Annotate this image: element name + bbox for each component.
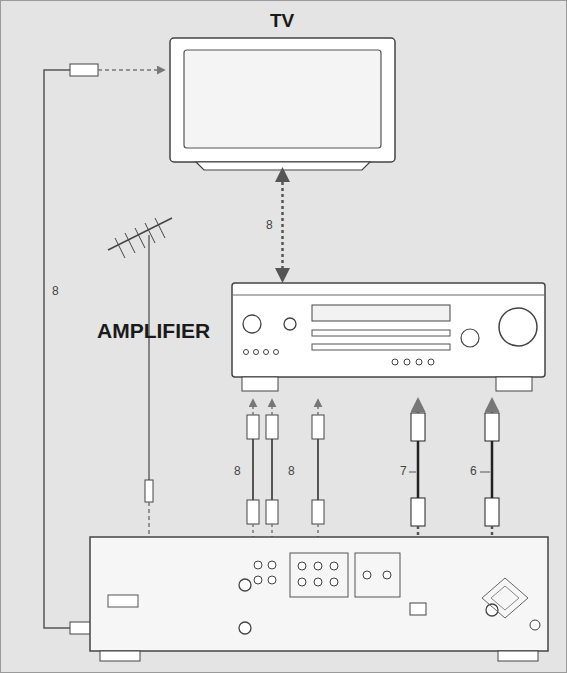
line-shape (317, 400, 319, 415)
antenna (108, 218, 232, 585)
g-shape (312, 400, 324, 560)
circle-shape (314, 578, 322, 586)
circle-shape (264, 350, 269, 355)
line-shape (108, 218, 172, 250)
callout-number: 7 (398, 464, 409, 478)
rect-shape (411, 498, 425, 526)
line-shape (417, 400, 420, 413)
rect-shape (90, 537, 548, 651)
tv-box: TV (170, 4, 395, 167)
rect-shape (312, 500, 324, 524)
g-shape (266, 400, 278, 560)
callout-number: 8 (264, 218, 275, 232)
rect-shape (312, 330, 450, 336)
device-heading: TV (270, 10, 294, 32)
line-shape (125, 233, 135, 253)
line-shape (480, 472, 490, 473)
rect-shape (496, 377, 532, 391)
path-shape (482, 578, 528, 618)
rect-shape (498, 651, 538, 661)
circle-shape (244, 350, 249, 355)
line-shape (148, 235, 150, 490)
circle-shape (314, 562, 322, 570)
circle-shape (239, 622, 251, 634)
circle-shape (461, 329, 479, 347)
line-shape (232, 295, 545, 296)
path-shape (491, 586, 519, 610)
circle-shape (416, 359, 422, 365)
circle-shape (392, 359, 398, 365)
callout-number: 6 (468, 464, 479, 478)
path-shape (196, 162, 370, 170)
device-heading: AMPLIFIER (97, 319, 210, 343)
rect-shape (355, 553, 400, 597)
line-shape (155, 218, 165, 238)
rect-shape (266, 500, 278, 524)
rect-shape (247, 500, 259, 524)
rect-shape (145, 480, 153, 502)
callout-number: 8 (232, 464, 243, 478)
circle-shape (383, 571, 391, 579)
line-shape (145, 223, 155, 243)
circle-shape (404, 359, 410, 365)
circle-shape (254, 561, 262, 569)
amplifier-unit (232, 283, 545, 391)
amplifier-box: AMPLIFIER (95, 283, 545, 378)
rect-shape (485, 413, 499, 441)
line-shape (135, 228, 145, 248)
rect-shape (410, 603, 426, 615)
line-shape (408, 472, 416, 473)
line-shape (491, 400, 494, 413)
rect-shape (184, 50, 381, 148)
circle-shape (530, 620, 540, 630)
circle-shape (330, 562, 338, 570)
rect-shape (312, 305, 450, 321)
line-shape (271, 400, 273, 415)
circle-shape (284, 318, 296, 330)
recorder-unit (90, 537, 548, 661)
connector-arrow (281, 170, 284, 280)
rect-shape (170, 38, 395, 162)
circle-shape (268, 561, 276, 569)
circle-shape (363, 571, 371, 579)
circle-shape (268, 576, 276, 584)
circle-shape (298, 562, 306, 570)
line-shape (115, 238, 125, 258)
g-shape (247, 400, 259, 560)
circle-shape (254, 576, 262, 584)
circle-shape (239, 579, 251, 591)
rect-shape (242, 377, 278, 391)
circle-shape (428, 359, 434, 365)
rect-shape (312, 344, 450, 350)
rect-shape (411, 413, 425, 441)
circle-shape (274, 350, 279, 355)
rect-shape (70, 64, 98, 76)
rect-shape (247, 415, 259, 439)
circle-shape (254, 350, 259, 355)
circle-shape (298, 578, 306, 586)
circle-shape (499, 308, 537, 346)
callout-number: 8 (286, 464, 297, 478)
tv-set (170, 38, 395, 170)
rect-shape (485, 498, 499, 526)
line-shape (252, 400, 254, 415)
rect-shape (266, 415, 278, 439)
rect-shape (312, 415, 324, 439)
rect-shape (100, 651, 140, 661)
rect-shape (290, 553, 348, 597)
circle-shape (330, 578, 338, 586)
circle-shape (243, 315, 261, 333)
callout-number: 8 (50, 284, 61, 298)
line-shape (98, 69, 164, 71)
rect-shape (108, 595, 138, 607)
rect-shape (232, 283, 545, 377)
